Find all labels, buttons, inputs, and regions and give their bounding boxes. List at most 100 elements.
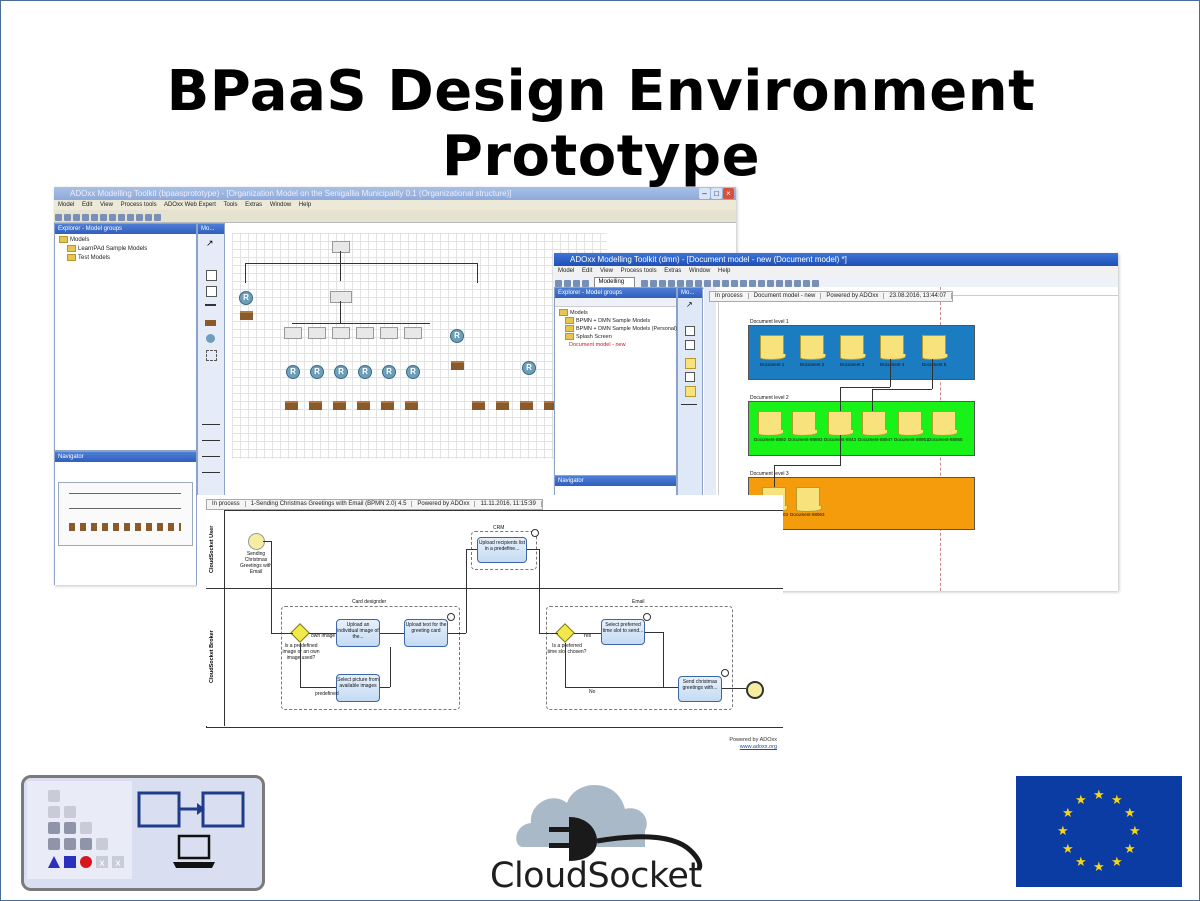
document-shape[interactable] xyxy=(932,411,958,436)
toolbar-icon[interactable] xyxy=(730,280,738,287)
navigator-preview[interactable] xyxy=(58,482,193,546)
menu-item[interactable]: Help xyxy=(298,202,312,208)
toolbar-icon[interactable] xyxy=(685,280,693,287)
menu-item[interactable]: Help xyxy=(718,268,731,274)
menu-item[interactable]: Model xyxy=(558,268,575,274)
tree-item[interactable]: BPMN + DMN Sample Models (Personal) xyxy=(559,325,677,333)
toolbar-icon[interactable] xyxy=(82,214,89,221)
palette-item[interactable] xyxy=(685,326,695,336)
toolbar-icon[interactable] xyxy=(91,214,98,221)
arrow-icon[interactable] xyxy=(202,456,220,457)
toolbar-icon[interactable] xyxy=(55,214,62,221)
document-shape[interactable] xyxy=(862,411,888,436)
menu-item[interactable]: Model xyxy=(58,202,75,208)
menu-item[interactable]: Window xyxy=(269,202,292,208)
email-group[interactable] xyxy=(546,606,733,710)
toolbar-icon[interactable] xyxy=(127,214,134,221)
select-picture-task[interactable]: Select picture from available images xyxy=(336,674,380,702)
send-greetings-task[interactable]: Send christmas greetings with... xyxy=(678,676,722,702)
document-icon[interactable] xyxy=(685,386,696,397)
toolbar-icon[interactable] xyxy=(154,214,161,221)
toolbar-icon[interactable] xyxy=(109,214,116,221)
toolbar-icon[interactable] xyxy=(694,280,702,287)
arrow-icon[interactable] xyxy=(202,472,220,473)
toolbar-icon[interactable] xyxy=(145,214,152,221)
toolbar-icon[interactable] xyxy=(64,214,71,221)
role-icon[interactable] xyxy=(206,334,215,343)
connector-icon[interactable] xyxy=(681,404,697,405)
org-unit[interactable] xyxy=(330,291,352,303)
toolbar-icon[interactable] xyxy=(640,280,648,287)
menu-item[interactable]: Window xyxy=(688,268,711,274)
toolbar-icon[interactable] xyxy=(573,280,580,287)
toolbar-icon[interactable] xyxy=(100,214,107,221)
desk-icon[interactable] xyxy=(205,320,216,326)
toolbar-icon[interactable] xyxy=(811,280,819,287)
adoxx-link[interactable]: www.adoxx.org xyxy=(739,744,777,750)
palette-item[interactable] xyxy=(685,340,695,350)
menu-item[interactable]: Tools xyxy=(223,202,238,208)
arrow-icon[interactable] xyxy=(202,424,220,425)
toolbar-icon[interactable] xyxy=(784,280,792,287)
minimize-icon[interactable]: – xyxy=(699,188,710,199)
menu-item[interactable]: Edit xyxy=(82,202,93,208)
document-shape[interactable] xyxy=(880,335,906,360)
menu-item[interactable]: ADOxx Web Expert xyxy=(163,202,216,208)
org-model-canvas[interactable]: R R R R R R R R R xyxy=(232,233,607,459)
document-shape[interactable] xyxy=(760,335,786,360)
toolbar-icon[interactable] xyxy=(136,214,143,221)
toolbar-icon[interactable] xyxy=(667,280,675,287)
menu-item[interactable]: Extras xyxy=(664,268,682,274)
menu-item[interactable]: Edit xyxy=(582,268,593,274)
toolbar-icon[interactable] xyxy=(793,280,801,287)
tree-item-selected[interactable]: Document model - new xyxy=(569,342,626,348)
toolbar-icon[interactable] xyxy=(739,280,747,287)
tree-item[interactable]: Splash Screen xyxy=(559,333,672,341)
toolbar-icon[interactable] xyxy=(757,280,765,287)
end-event[interactable] xyxy=(746,681,764,699)
pointer-icon[interactable]: ↗ xyxy=(686,300,693,309)
menu-item[interactable]: Process tools xyxy=(120,202,157,208)
toolbar-icon[interactable] xyxy=(703,280,711,287)
document-shape[interactable] xyxy=(922,335,948,360)
tree-item[interactable]: Models xyxy=(559,309,672,317)
document-shape[interactable] xyxy=(898,411,924,436)
tree-item[interactable]: Test Models xyxy=(59,254,192,263)
org-unit[interactable] xyxy=(332,241,350,253)
toolbar-icon[interactable] xyxy=(775,280,783,287)
close-icon[interactable]: × xyxy=(723,188,734,199)
select-time-task[interactable]: Select preferred time slot to send... xyxy=(601,619,645,645)
card-designer-group[interactable] xyxy=(281,606,460,710)
menu-item[interactable]: View xyxy=(600,268,613,274)
toolbar-icon[interactable] xyxy=(658,280,666,287)
document-icon[interactable] xyxy=(685,358,696,369)
tree-item[interactable]: Models xyxy=(59,236,192,245)
palette-item[interactable] xyxy=(206,286,217,297)
toolbar-icon[interactable] xyxy=(118,214,125,221)
tree-item[interactable]: BPMN + DMN Sample Models xyxy=(559,317,672,325)
toolbar-icon[interactable] xyxy=(676,280,684,287)
toolbar-icon[interactable] xyxy=(73,214,80,221)
toolbar-icon[interactable] xyxy=(766,280,774,287)
arrow-icon[interactable] xyxy=(202,440,220,441)
palette-item[interactable] xyxy=(685,372,695,382)
document-shape[interactable] xyxy=(792,411,818,436)
toolbar-icon[interactable] xyxy=(555,280,562,287)
toolbar-icon[interactable] xyxy=(582,280,589,287)
crm-group[interactable] xyxy=(471,531,537,570)
menu-item[interactable]: Extras xyxy=(245,202,263,208)
toolbar-icon[interactable] xyxy=(712,280,720,287)
document-shape[interactable] xyxy=(840,335,866,360)
upload-image-task[interactable]: Upload an individual image of the... xyxy=(336,619,380,647)
maximize-icon[interactable]: □ xyxy=(711,188,722,199)
palette-item[interactable] xyxy=(206,270,217,281)
palette-item[interactable] xyxy=(206,350,217,361)
menu-item[interactable]: Process tools xyxy=(620,268,657,274)
document-shape[interactable] xyxy=(796,487,822,512)
toolbar-icon[interactable] xyxy=(721,280,729,287)
role-icon[interactable]: R xyxy=(239,291,253,305)
palette-item[interactable] xyxy=(205,304,216,306)
document-shape[interactable] xyxy=(800,335,826,360)
upload-recipients-task[interactable]: Upload recipients list in a predefine... xyxy=(477,537,527,563)
